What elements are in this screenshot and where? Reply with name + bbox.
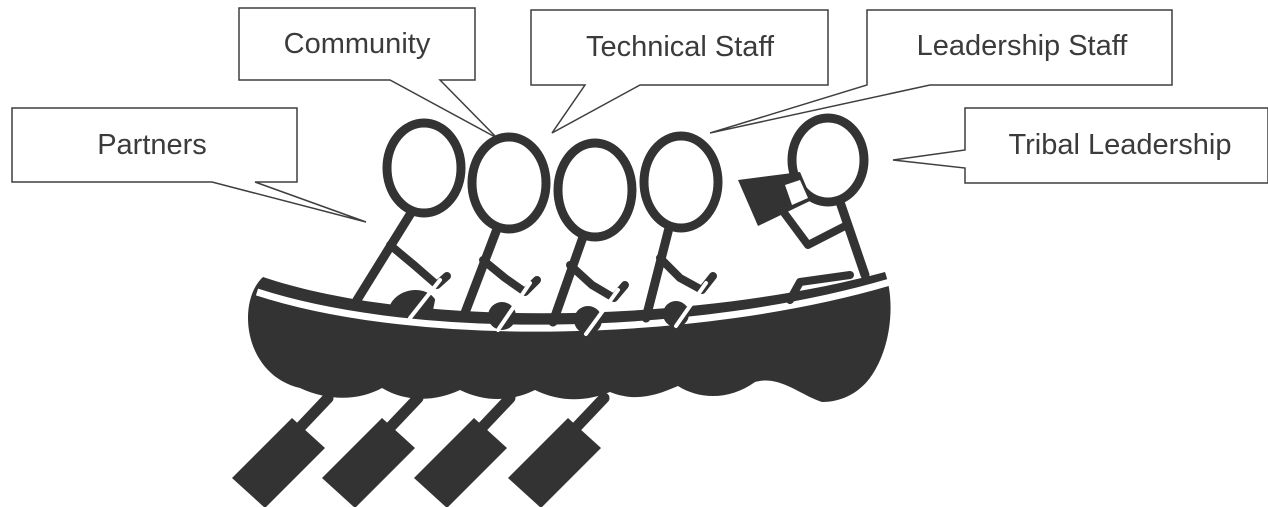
paddle-icon: [414, 392, 516, 507]
callout-leadership-staff: Leadership Staff: [709, 9, 1173, 134]
paddle-icon: [322, 392, 424, 507]
callout-tribal-leadership-label: Tribal Leadership: [1009, 129, 1232, 161]
paddles: [232, 392, 610, 507]
paddle-icon: [508, 392, 610, 507]
paddle-icon: [232, 392, 334, 507]
paddler-icon: [548, 138, 637, 336]
callout-partners: Partners: [11, 107, 367, 223]
callout-community: Community: [238, 7, 498, 139]
callout-leadership-staff-label: Leadership Staff: [917, 30, 1129, 62]
callout-partners-label: Partners: [97, 129, 207, 161]
paddler-icon: [639, 131, 723, 328]
megaphone-icon: [738, 172, 812, 226]
paddler-icon: [458, 132, 551, 332]
canoe-icon: [248, 272, 891, 402]
callout-community-label: Community: [284, 28, 431, 60]
callout-technical-staff-label: Technical Staff: [586, 31, 775, 63]
paddler-icon: [352, 118, 466, 320]
callout-tribal-leadership: Tribal Leadership: [892, 107, 1268, 184]
paddler-icon: [778, 113, 870, 304]
callout-technical-staff: Technical Staff: [530, 9, 829, 134]
